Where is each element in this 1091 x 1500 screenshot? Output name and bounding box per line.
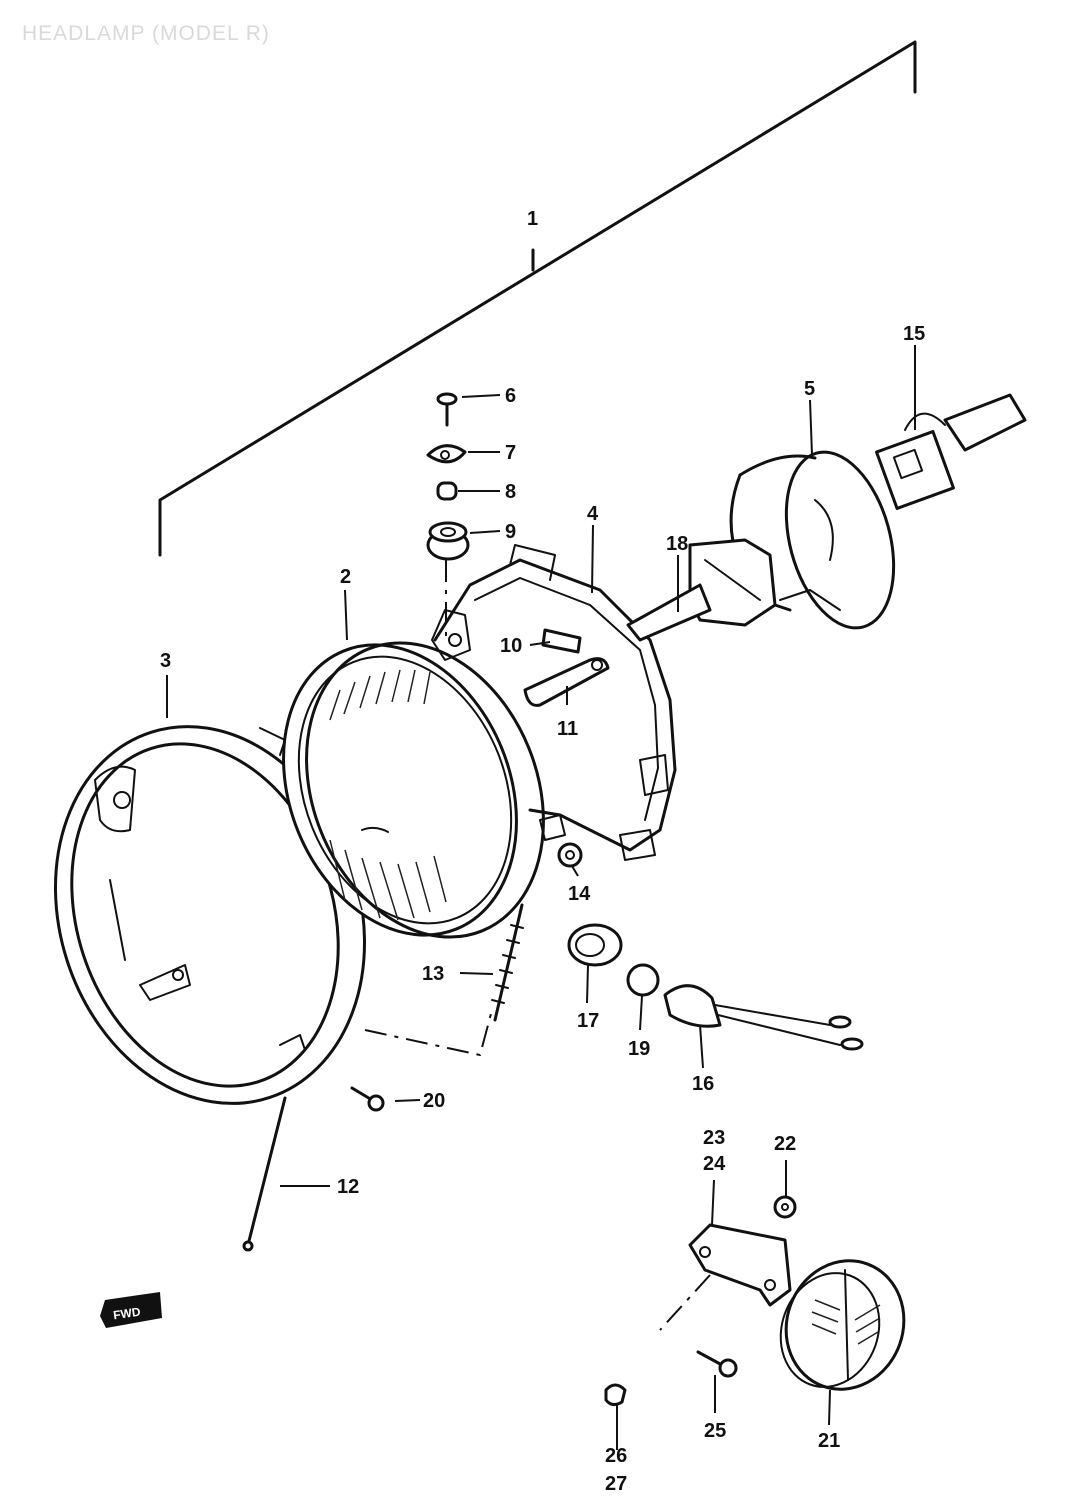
callout-9: 9 bbox=[505, 521, 516, 543]
assembly-bracket bbox=[158, 40, 917, 557]
part-nut-8 bbox=[436, 481, 458, 501]
callout-8: 8 bbox=[505, 481, 516, 503]
callout-24: 24 bbox=[703, 1153, 726, 1175]
callout-21: 21 bbox=[818, 1430, 840, 1452]
fwd-label: FWD bbox=[112, 1305, 141, 1323]
callout-23: 23 bbox=[703, 1127, 725, 1149]
callout-6: 6 bbox=[505, 385, 516, 407]
part-screw-25 bbox=[696, 1350, 738, 1378]
callout-15: 15 bbox=[903, 323, 925, 345]
part-case bbox=[431, 544, 677, 861]
callout-19: 19 bbox=[628, 1038, 650, 1060]
callout-4: 4 bbox=[587, 503, 599, 525]
callout-12: 12 bbox=[337, 1176, 359, 1198]
part-bulb-18 bbox=[626, 538, 777, 642]
part-screw-13 bbox=[491, 903, 524, 1022]
leader-lines bbox=[166, 345, 916, 1450]
callout-25: 25 bbox=[704, 1420, 726, 1442]
callout-5: 5 bbox=[804, 378, 815, 400]
callout-18: 18 bbox=[666, 533, 688, 555]
part-bracket-23-24 bbox=[659, 1223, 792, 1331]
part-screw-12 bbox=[242, 1096, 287, 1252]
part-nut-22 bbox=[773, 1195, 797, 1219]
part-socket-16 bbox=[663, 984, 864, 1051]
part-bulb-19 bbox=[626, 963, 660, 997]
callout-13: 13 bbox=[422, 963, 444, 985]
callout-labels: 1 2 3 4 5 6 7 8 9 10 11 12 13 14 15 16 1… bbox=[160, 208, 925, 1495]
callout-11: 11 bbox=[557, 718, 578, 740]
part-reflector-21 bbox=[779, 1259, 906, 1391]
callout-26: 26 bbox=[605, 1445, 627, 1467]
callout-14: 14 bbox=[568, 883, 591, 905]
callout-10: 10 bbox=[500, 635, 522, 657]
fwd-direction-badge: FWD bbox=[100, 1292, 162, 1328]
callout-2: 2 bbox=[340, 566, 351, 588]
callout-17: 17 bbox=[577, 1010, 599, 1032]
part-screw-6 bbox=[436, 392, 458, 427]
part-connector-15 bbox=[875, 393, 1027, 510]
callout-20: 20 bbox=[423, 1090, 445, 1112]
part-nut-26-27 bbox=[604, 1383, 627, 1407]
callout-7: 7 bbox=[505, 442, 516, 464]
callout-3: 3 bbox=[160, 650, 171, 672]
part-screw-20 bbox=[350, 1086, 385, 1112]
part-washer-7 bbox=[426, 444, 467, 464]
part-cap-17 bbox=[567, 923, 623, 967]
callout-22: 22 bbox=[774, 1133, 796, 1155]
diagram-title: HEADLAMP (MODEL R) bbox=[22, 22, 270, 45]
part-plate-11 bbox=[523, 657, 610, 707]
part-lens bbox=[282, 641, 545, 939]
part-grommet-14 bbox=[557, 842, 583, 868]
callout-27: 27 bbox=[605, 1473, 627, 1495]
part-cushion-9 bbox=[426, 521, 470, 561]
callout-1: 1 bbox=[527, 208, 538, 230]
part-clip-10 bbox=[541, 628, 582, 654]
callout-16: 16 bbox=[692, 1073, 714, 1095]
